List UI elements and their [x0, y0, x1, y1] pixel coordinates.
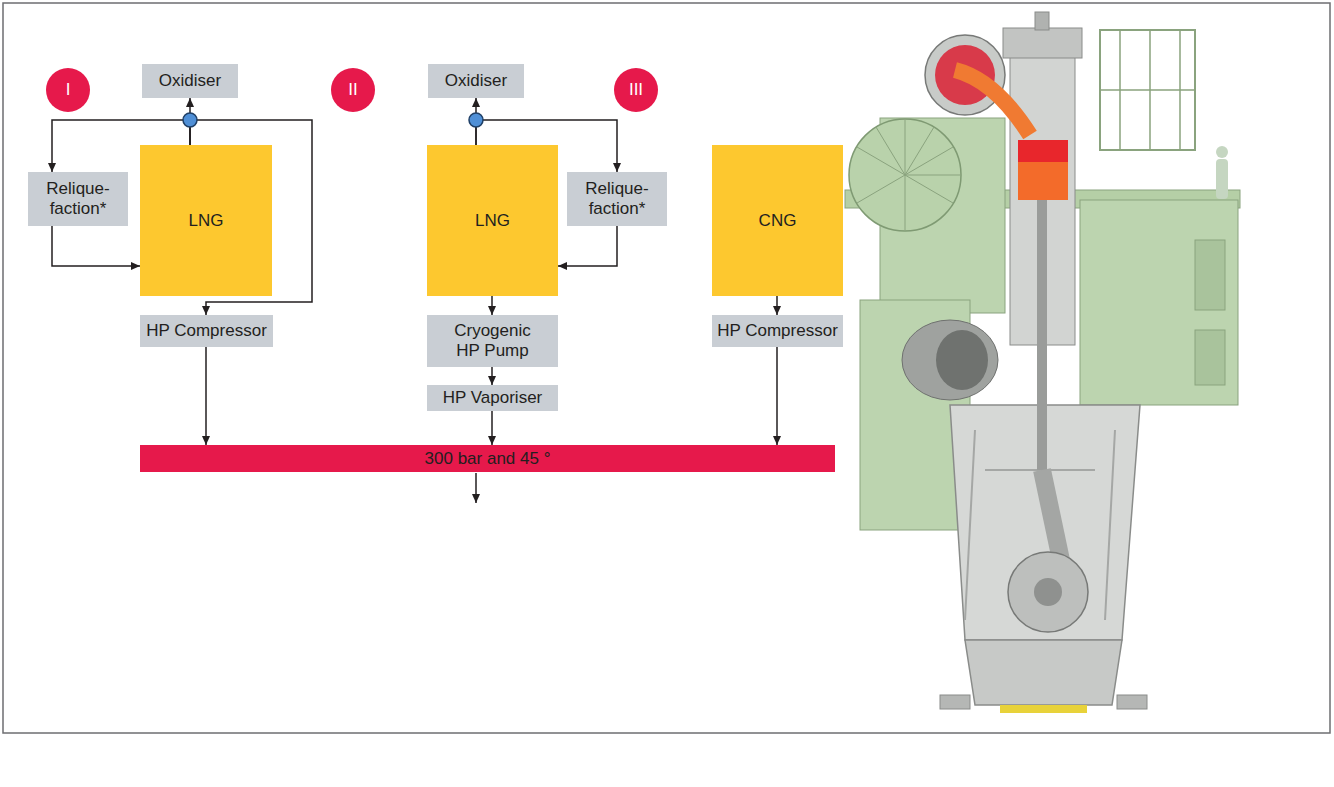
flow-connector: [491, 411, 493, 445]
crank-journal: [1034, 578, 1062, 606]
housing-panel: [1195, 330, 1225, 385]
circle-fill: [331, 68, 375, 112]
engine-foot: [1117, 695, 1147, 709]
flow-connector: [52, 226, 140, 266]
oil-sump-strip: [1000, 705, 1087, 713]
railing-bars: [1100, 30, 1195, 150]
receiver-opening: [936, 330, 988, 390]
combustion-chamber: [1018, 140, 1068, 200]
flow-connector: [558, 226, 617, 266]
system-number: I: [66, 80, 71, 100]
process-box: Relique- faction*: [28, 172, 128, 226]
box-label: HP Vaporiser: [443, 388, 543, 408]
tank-box: LNG: [140, 145, 272, 296]
process-box: HP Compressor: [140, 315, 273, 347]
tank-box: LNG: [427, 145, 558, 296]
box-label: Relique- faction*: [33, 179, 123, 219]
process-box: HP Compressor: [712, 315, 843, 347]
system-number-circle: I: [46, 68, 90, 112]
turbocharger-wheel: [849, 119, 961, 231]
piston-rod: [1037, 200, 1047, 470]
box-label: Cryogenic HP Pump: [449, 321, 537, 361]
person-head: [1216, 146, 1228, 158]
scavenge-air-receiver: [902, 320, 998, 400]
process-box: Oxidiser: [428, 64, 524, 98]
flow-connector: [776, 296, 778, 315]
outlet-arrow: [475, 473, 477, 503]
box-label: LNG: [189, 211, 224, 231]
box-label: Oxidiser: [445, 71, 507, 91]
process-box: Oxidiser: [142, 64, 238, 98]
pressure-band: 300 bar and 45 °: [140, 445, 835, 472]
box-label: 300 bar and 45 °: [425, 449, 551, 469]
flow-connector: [205, 347, 207, 445]
junction-dot: [469, 113, 483, 127]
bedplate: [965, 640, 1122, 705]
system-number: II: [348, 80, 357, 100]
connecting-rod: [1042, 470, 1062, 565]
box-label: HP Compressor: [146, 321, 267, 341]
circle-fill: [46, 68, 90, 112]
flow-connector: [491, 367, 493, 385]
cylinder-cover: [1003, 28, 1082, 58]
fuel-valve: [1035, 12, 1049, 30]
combustion-flame: [1018, 140, 1068, 162]
person-body: [1216, 159, 1228, 199]
flow-connector: [491, 296, 493, 315]
turbocharger-blades: [857, 119, 961, 231]
process-box: HP Vaporiser: [427, 385, 558, 411]
stair-railing: [1100, 30, 1195, 150]
engine-foot: [940, 695, 970, 709]
box-label: Relique- faction*: [572, 179, 662, 219]
box-label: CNG: [759, 211, 797, 231]
circle-fill: [614, 68, 658, 112]
housing-panel: [1195, 240, 1225, 310]
crankshaft: [1008, 552, 1088, 632]
figure-frame: [3, 3, 1330, 733]
engine-side-housing: [1080, 200, 1238, 405]
exhaust-pipe: [955, 70, 1030, 135]
flow-connector: [776, 347, 778, 445]
junction-dot: [183, 113, 197, 127]
system-number-circle: III: [614, 68, 658, 112]
box-label: HP Compressor: [717, 321, 838, 341]
process-box: Relique- faction*: [567, 172, 667, 226]
box-label: Oxidiser: [159, 71, 221, 91]
system-number-circle: II: [331, 68, 375, 112]
system-number: III: [629, 80, 643, 100]
box-label: LNG: [475, 211, 510, 231]
process-box: Cryogenic HP Pump: [427, 315, 558, 367]
tank-box: CNG: [712, 145, 843, 296]
